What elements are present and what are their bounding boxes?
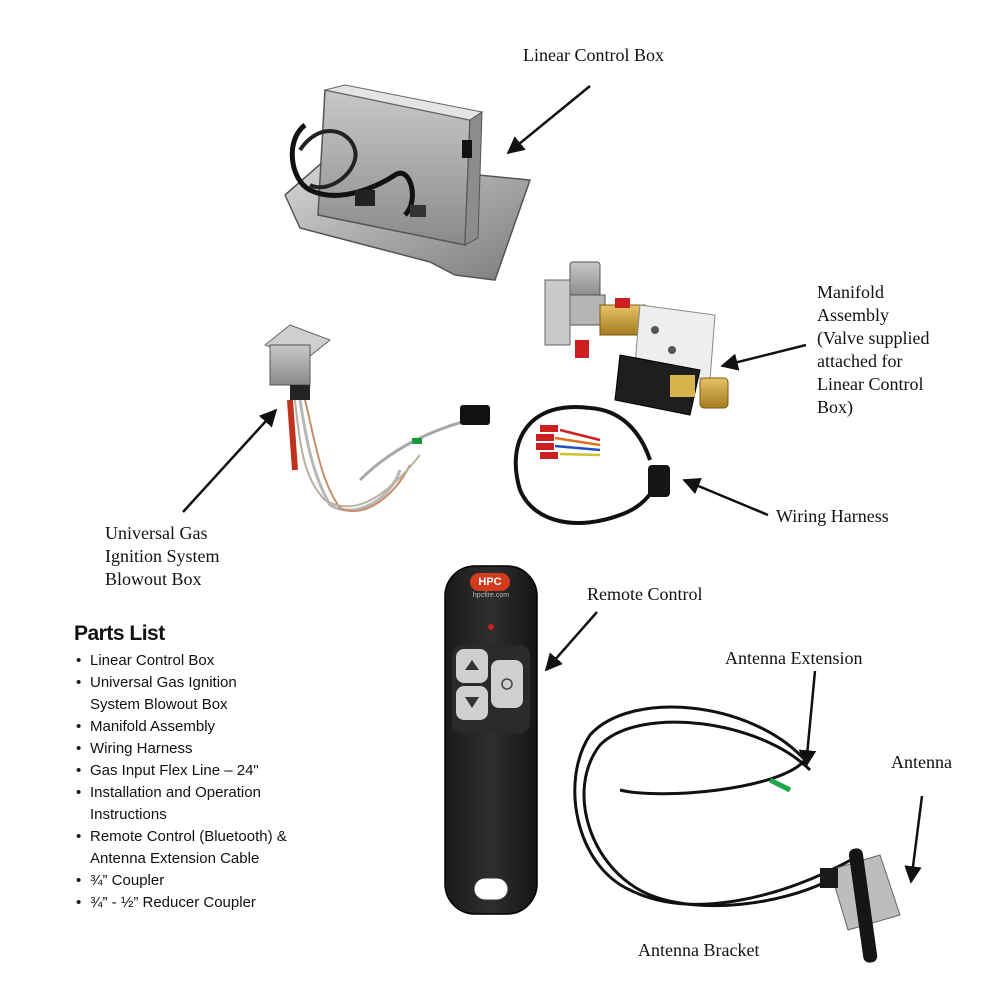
list-item: Linear Control Box	[74, 650, 287, 672]
label-manifold-assembly: Manifold Assembly (Valve supplied attach…	[817, 281, 929, 419]
list-item: ¾” - ½” Reducer Coupler	[74, 892, 287, 914]
parts-list-items: Linear Control Box Universal Gas Ignitio…	[74, 650, 287, 914]
label-blowout-line-2: Ignition System	[105, 546, 220, 566]
list-item-text: Universal Gas Ignition	[90, 674, 237, 691]
label-blowout-line-1: Universal Gas	[105, 523, 208, 543]
list-item-text: Remote Control (Bluetooth) &	[90, 828, 287, 845]
list-item-text: Manifold Assembly	[90, 718, 216, 735]
label-linear-control-box: Linear Control Box	[523, 45, 664, 65]
label-wiring-harness: Wiring Harness	[776, 506, 889, 526]
label-blowout-line-3: Blowout Box	[105, 569, 202, 589]
list-item-text: Linear Control Box	[90, 652, 215, 669]
label-manifold-line-5: Linear Control	[817, 374, 924, 394]
label-antenna-bracket: Antenna Bracket	[638, 940, 760, 960]
list-item-text: System Blowout Box	[90, 696, 228, 713]
antenna-extension-image	[573, 705, 861, 908]
list-item-text: Antenna Extension Cable	[90, 850, 260, 867]
label-antenna-extension: Antenna Extension	[725, 648, 863, 668]
list-item: ¾” Coupler	[74, 870, 287, 892]
label-remote-control: Remote Control	[587, 584, 703, 604]
label-manifold-line-1: Manifold	[817, 282, 884, 302]
parts-list-title: Parts List	[74, 622, 165, 645]
parts-list: Parts List Linear Control Box Universal …	[74, 622, 287, 914]
list-item: Remote Control (Bluetooth) & Antenna Exte…	[74, 826, 287, 870]
antenna-bracket-image	[820, 848, 901, 963]
remote-website: hpcfire.com	[472, 592, 510, 599]
wiring-harness-image	[513, 404, 670, 525]
manifold-assembly-image	[544, 261, 729, 416]
list-item-text: Wiring Harness	[90, 740, 193, 757]
list-item: Wiring Harness	[74, 738, 287, 760]
blowout-box-image	[264, 324, 490, 513]
callout-arrows	[182, 85, 924, 884]
remote-control-image	[444, 565, 538, 915]
list-item-text: ¾” Coupler	[90, 872, 165, 889]
label-manifold-line-6: Box)	[817, 397, 853, 417]
label-manifold-line-3: (Valve supplied	[817, 328, 930, 348]
linear-control-box-image	[284, 84, 532, 281]
list-item-text: Gas Input Flex Line – 24"	[90, 762, 259, 779]
label-blowout-box: Universal Gas Ignition System Blowout Bo…	[105, 522, 220, 591]
list-item-text: ¾” - ½” Reducer Coupler	[90, 894, 256, 911]
remote-logo: HPC	[478, 576, 502, 588]
label-manifold-line-2: Assembly	[817, 305, 889, 325]
list-item: Gas Input Flex Line – 24"	[74, 760, 287, 782]
label-antenna: Antenna	[891, 752, 952, 772]
list-item-text: Installation and Operation	[90, 784, 261, 801]
list-item-text: Instructions	[90, 806, 167, 823]
label-manifold-line-4: attached for	[817, 351, 903, 371]
list-item: Manifold Assembly	[74, 716, 287, 738]
